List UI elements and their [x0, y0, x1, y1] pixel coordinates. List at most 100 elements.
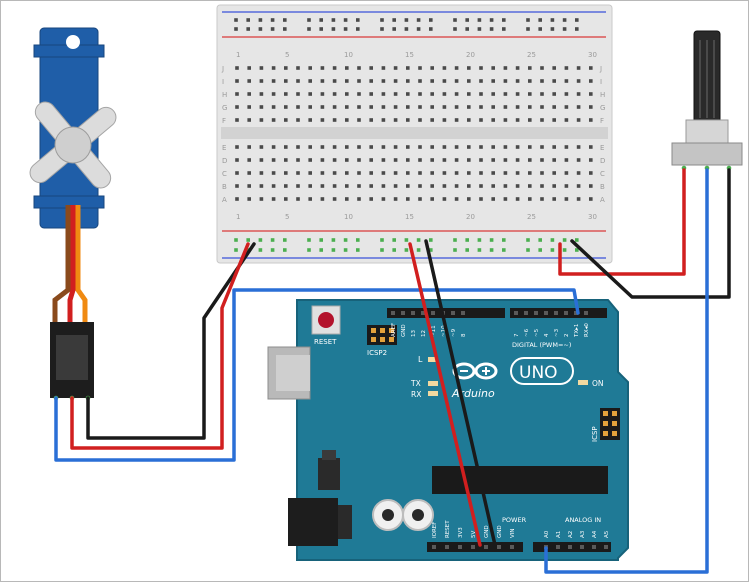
breadboard-hole	[515, 184, 520, 188]
breadboard-hole	[479, 197, 483, 201]
breadboard-hole	[235, 158, 239, 162]
col-num: 10	[344, 51, 353, 59]
rail-hole	[356, 18, 360, 22]
breadboard-hole	[564, 145, 569, 149]
rail-hole	[404, 18, 409, 22]
row-letter: G	[600, 104, 605, 112]
breadboard-hole	[247, 184, 251, 188]
breadboard-hole	[369, 184, 373, 188]
breadboard-hole	[503, 158, 508, 162]
row-letter: G	[222, 104, 227, 112]
arduino-logo-text: Arduino	[451, 387, 495, 400]
potentiometer-base	[671, 142, 743, 166]
breadboard-hole	[503, 79, 508, 83]
breadboard-hole	[540, 158, 544, 162]
breadboard-hole	[552, 105, 556, 109]
bottom-rail-holes	[234, 238, 579, 252]
breadboard-hole	[235, 184, 239, 188]
breadboard-hole	[296, 184, 300, 188]
header-pin	[604, 545, 608, 549]
rail-hole	[538, 238, 542, 242]
breadboard-hole	[381, 79, 386, 83]
breadboard-hole	[284, 145, 288, 149]
rail-hole	[489, 248, 494, 252]
rail-hole	[380, 248, 384, 252]
servo-hub	[54, 126, 92, 164]
breadboard-hole	[540, 92, 544, 96]
breadboard-hole	[320, 105, 325, 109]
breadboard-hole	[345, 92, 349, 96]
breadboard-hole	[357, 105, 361, 109]
l-led-label: L	[418, 355, 423, 364]
rail-hole	[343, 238, 348, 242]
rail-hole	[502, 27, 506, 31]
breadboard-hole	[332, 145, 337, 149]
breadboard-hole	[430, 145, 434, 149]
analog-pin-label: A1	[556, 531, 562, 538]
breadboard-hole	[345, 184, 349, 188]
col-num: 20	[466, 51, 475, 59]
breadboard-hole	[308, 158, 312, 162]
breadboard-hole	[576, 158, 581, 162]
digital-pin-label: 13	[411, 330, 417, 337]
rail-hole	[234, 18, 238, 22]
rail-hole	[526, 27, 530, 31]
breadboard-hole	[369, 171, 373, 175]
analog-label: ANALOG IN	[565, 516, 601, 524]
breadboard-hole	[491, 118, 495, 122]
breadboard-hole	[589, 79, 593, 83]
header-pin	[451, 311, 455, 315]
breadboard-hole	[357, 92, 361, 96]
col-num: 20	[466, 213, 475, 221]
rail-hole	[319, 27, 323, 31]
rail-hole	[234, 248, 238, 252]
breadboard-hole	[576, 118, 581, 122]
breadboard-hole	[369, 66, 373, 70]
servo-mount-hole-top	[66, 35, 80, 49]
header-pin	[514, 311, 518, 315]
rail-hole	[489, 27, 494, 31]
breadboard-hole	[430, 92, 434, 96]
rail-hole	[392, 18, 396, 22]
breadboard-hole	[418, 118, 422, 122]
rail-hole	[404, 248, 409, 252]
breadboard-hole	[515, 105, 520, 109]
rail-hole	[416, 27, 421, 31]
breadboard-hole	[454, 79, 459, 83]
center-channel	[221, 127, 608, 139]
analog-pin-label: A2	[568, 531, 574, 538]
breadboard-hole	[491, 92, 495, 96]
breadboard-hole	[576, 79, 581, 83]
breadboard-hole	[540, 66, 544, 70]
breadboard-hole	[393, 79, 398, 83]
breadboard-hole	[296, 145, 300, 149]
wire-red-5v	[408, 242, 482, 547]
breadboard-hole	[381, 105, 386, 109]
breadboard-hole	[259, 79, 264, 83]
breadboard-hole	[589, 66, 593, 70]
breadboard-hole	[247, 145, 251, 149]
breadboard-hole	[552, 197, 556, 201]
rail-hole	[392, 248, 396, 252]
breadboard-hole	[259, 66, 264, 70]
breadboard-hole	[479, 118, 483, 122]
rail-hole	[307, 27, 311, 31]
digital-pin-label: TX▸1	[574, 324, 580, 338]
digital-label: DIGITAL (PWM=~)	[512, 341, 571, 349]
breadboard-hole	[528, 79, 532, 83]
rail-hole	[429, 18, 433, 22]
digital-header-left	[387, 308, 505, 318]
breadboard-hole	[393, 158, 398, 162]
rail-hole	[246, 238, 250, 242]
row-letter: E	[600, 144, 604, 152]
rail-hole	[562, 27, 567, 31]
breadboard-hole	[576, 66, 581, 70]
row-letter: B	[222, 183, 227, 191]
breadboard-hole	[271, 158, 276, 162]
breadboard-hole	[320, 184, 325, 188]
rail-hole	[538, 27, 542, 31]
breadboard-hole	[503, 92, 508, 96]
rail-hole	[538, 248, 542, 252]
breadboard-hole	[345, 171, 349, 175]
